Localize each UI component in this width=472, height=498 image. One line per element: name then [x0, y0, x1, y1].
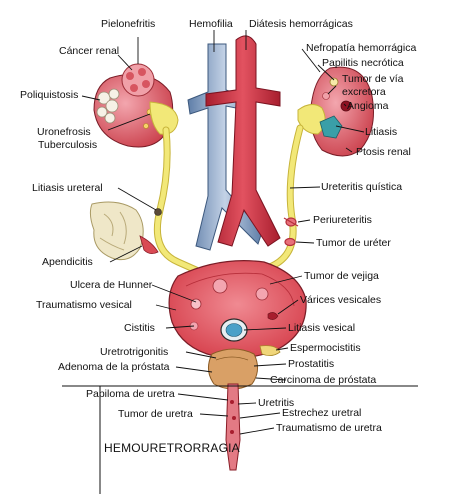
cecum-appendix — [89, 201, 159, 261]
label-uretritis: Uretritis — [258, 397, 295, 409]
label-pielonefritis: Pielonefritis — [101, 18, 156, 30]
label-carcinoma: Carcinoma de próstata — [270, 374, 377, 386]
label-apendicitis: Apendicitis — [42, 256, 93, 268]
bladder-varices — [267, 312, 279, 320]
bladder-tumor — [212, 278, 228, 294]
label-papiloma: Papiloma de uretra — [86, 388, 175, 400]
label-adenoma: Adenoma de la próstata — [58, 361, 170, 373]
label-uronefrosis: Uronefrosis — [37, 126, 91, 138]
left-kidney-group — [93, 63, 179, 148]
urethra — [225, 383, 241, 471]
label-traumatismo-vesical: Traumatismo vesical — [36, 299, 132, 311]
right-kidney-group — [297, 66, 374, 157]
label-uretrotrigonitis: Uretrotrigonitis — [100, 346, 169, 358]
label-diatesis: Diátesis hemorrágicas — [249, 18, 353, 30]
label-ureteritis: Ureteritis quística — [321, 181, 403, 193]
label-litiasis-ureteral: Litiasis ureteral — [32, 182, 103, 194]
label-tumor-ureter: Tumor de uréter — [316, 237, 391, 249]
label-nefropatia: Nefropatía hemorrágica — [306, 42, 417, 54]
label-papilitis: Papilitis necrótica — [322, 57, 404, 69]
label-tumor-via-2: excretora — [342, 86, 386, 98]
label-espermocistitis: Espermocistitis — [290, 342, 361, 354]
label-traumatismo-uretra: Traumatismo de uretra — [276, 422, 382, 434]
polycystic-cysts — [96, 88, 120, 124]
prostate-urethra — [208, 348, 258, 471]
label-cistitis: Cistitis — [124, 322, 155, 334]
great-vessels — [187, 35, 281, 251]
label-tumor-vejiga: Tumor de vejiga — [304, 270, 379, 282]
ureter-lesions — [283, 217, 299, 247]
label-estrechez: Estrechez uretral — [282, 407, 362, 419]
label-varices: Várices vesicales — [300, 294, 382, 306]
seminal-vesicles — [259, 345, 281, 356]
label-periureteritis: Periureteritis — [313, 214, 372, 226]
label-litiasis-vesical: Litiasis vesical — [288, 322, 356, 334]
left-renal-pelvis — [149, 101, 179, 135]
label-angioma: Angioma — [347, 100, 389, 112]
renal-cancer-mass — [121, 63, 155, 97]
figure-title: HEMOURETRORRAGIA — [104, 441, 240, 455]
leader-lines — [81, 30, 365, 435]
ureteral-stone — [154, 208, 162, 216]
label-tuberculosis: Tuberculosis — [38, 139, 98, 151]
inflamed-appendix — [139, 235, 159, 254]
label-litiasis: Litiasis — [365, 126, 398, 138]
label-tumor-uretra: Tumor de uretra — [118, 408, 193, 420]
label-poliquistosis: Poliquistosis — [20, 89, 79, 101]
bladder-group — [168, 260, 307, 359]
label-ulcera: Ulcera de Hunner — [70, 279, 153, 291]
label-prostatitis: Prostatitis — [288, 358, 335, 370]
label-hemofilia: Hemofilia — [189, 18, 233, 30]
aorta — [205, 35, 281, 247]
label-cancer-renal: Cáncer renal — [59, 45, 120, 57]
necrotic-papilla — [329, 77, 339, 87]
renal-stone — [319, 115, 343, 139]
bladder — [168, 260, 307, 359]
label-ptosis: Ptosis renal — [356, 146, 411, 158]
prostate — [208, 348, 258, 390]
label-tumor-via-1: Tumor de vía — [342, 73, 404, 85]
